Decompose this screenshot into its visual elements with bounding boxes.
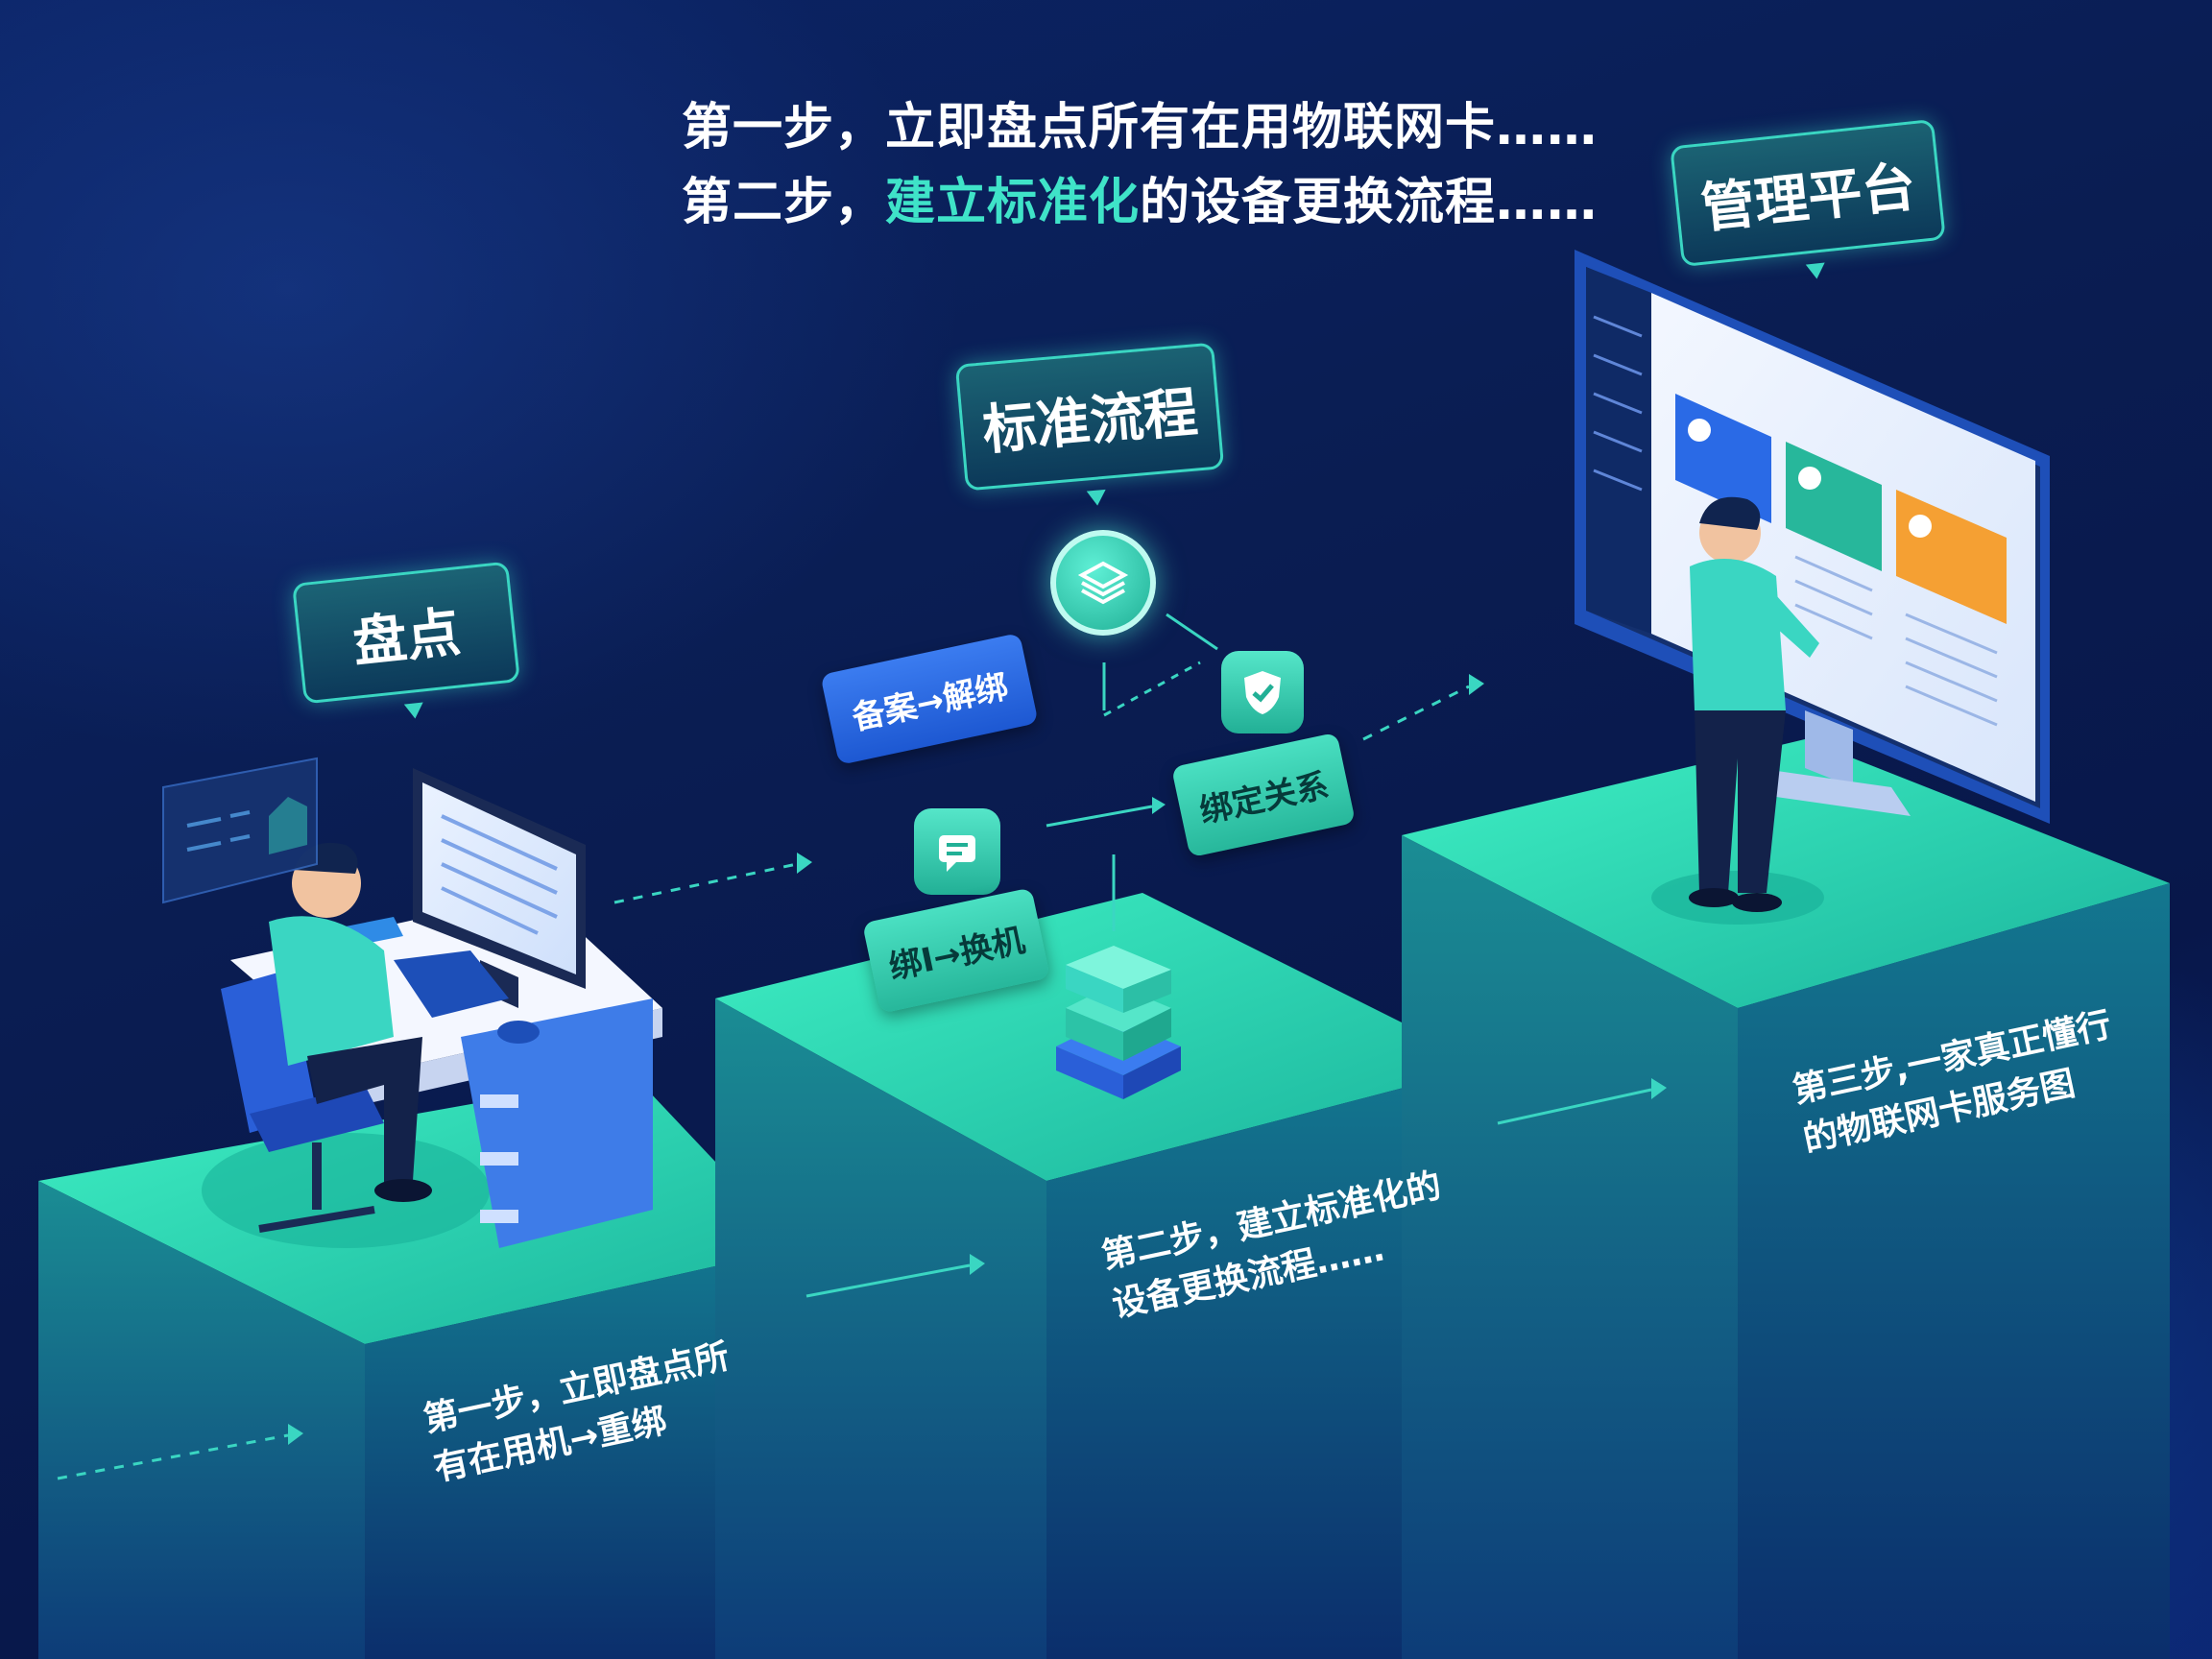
tag-inventory-label: 盘点 — [349, 600, 464, 675]
stack-box-icon — [1056, 946, 1181, 1099]
headline-step-2-suffix: 的设备更换流程…… — [1140, 174, 1599, 231]
tag-management-platform-label: 管理平台 — [1697, 155, 1919, 241]
floating-data-panel — [162, 757, 318, 904]
standing-person — [1651, 496, 1824, 925]
headline-step-2-highlight: 建立标准化 — [885, 174, 1141, 231]
desk-workstation — [202, 768, 662, 1248]
flow-arrows — [57, 613, 1652, 1480]
shield-icon — [1221, 651, 1304, 733]
management-platform-monitor — [1575, 250, 2050, 824]
headline-step-2: 第二步，建立标准化的设备更换流程…… — [682, 161, 1598, 233]
arrow-heads — [288, 674, 1667, 1445]
headline-step-2-prefix: 第二步， — [682, 174, 886, 231]
tag-pointer-icon — [1805, 262, 1827, 280]
tag-standard-process-label: 标准流程 — [980, 380, 1200, 463]
tag-pointer-icon — [1086, 489, 1108, 507]
tag-standard-process: 标准流程 — [954, 342, 1225, 507]
tag-pointer-icon — [403, 702, 425, 720]
tag-inventory: 盘点 — [292, 561, 520, 720]
layers-icon — [1050, 530, 1156, 636]
headline-step-1: 第一步，立即盘点所有在用物联网卡…… — [682, 99, 1599, 156]
block-step-3 — [1402, 739, 2170, 1659]
chat-icon — [914, 808, 1000, 895]
